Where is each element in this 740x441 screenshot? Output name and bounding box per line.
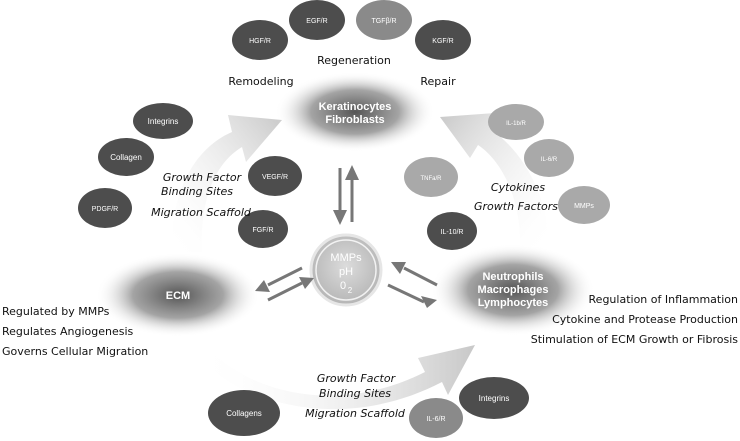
vertical-exchange-arrows	[333, 165, 359, 225]
bottom-arc-label-2: Binding Sites	[319, 387, 391, 400]
node-vegf-receptor: VEGF/R	[248, 156, 302, 196]
immune-notes: Regulation of Inflammation Cytokine and …	[531, 290, 738, 350]
node-pdgf-receptor: PDGF/R	[78, 188, 132, 228]
svg-text:IL-6/R: IL-6/R	[541, 157, 558, 163]
right-arc-label-2: Growth Factors	[474, 200, 558, 213]
center-label-ph: pH	[339, 266, 353, 278]
svg-text:PDGF/R: PDGF/R	[92, 206, 118, 213]
node-hgf-receptor: HGF/R	[232, 20, 288, 60]
left-exchange-arrows	[255, 266, 314, 302]
label-remodeling: Remodeling	[228, 75, 293, 88]
svg-text:TGFβ/R: TGFβ/R	[371, 18, 396, 25]
hub-left-label: ECM	[166, 290, 190, 302]
right-arc-label-1: Cytokines	[491, 181, 545, 194]
ecm-notes: Regulated by MMPs Regulates Angiogenesis…	[2, 302, 148, 362]
keratinocytes-fibroblasts-hub	[275, 72, 435, 152]
node-collagens: Collagens	[208, 390, 280, 436]
node-il6-receptor-top: IL-6/R	[524, 139, 574, 177]
bottom-arc-arrow	[195, 345, 475, 410]
svg-text:MMPs: MMPs	[574, 203, 594, 210]
center-label-oxygen-subscript: 2	[348, 286, 353, 295]
node-kgf-receptor: KGF/R	[415, 20, 471, 60]
svg-text:VEGF/R: VEGF/R	[262, 174, 288, 181]
label-repair: Repair	[420, 75, 456, 88]
center-label-oxygen: 0	[340, 280, 346, 292]
svg-text:Collagen: Collagen	[110, 153, 142, 162]
svg-text:KGF/R: KGF/R	[432, 38, 453, 45]
svg-text:HGF/R: HGF/R	[249, 38, 271, 45]
node-il1b-receptor: IL-1b/R	[488, 104, 544, 140]
node-collagen: Collagen	[98, 138, 154, 176]
center-circle-inner-ring	[315, 239, 377, 301]
node-il6-receptor-bottom: IL-6/R	[409, 398, 463, 438]
node-integrins-bottom: Integrins	[459, 377, 529, 419]
bottom-arc-label-1: Growth Factor	[317, 372, 397, 385]
hub-top-line-2: Fibroblasts	[325, 114, 384, 126]
node-egf-receptor: EGF/R	[289, 0, 345, 40]
right-arc-arrow	[440, 113, 549, 250]
svg-text:Collagens: Collagens	[226, 409, 262, 418]
svg-text:EGF/R: EGF/R	[306, 18, 327, 25]
svg-text:IL-6/R: IL-6/R	[426, 416, 445, 423]
svg-text:FGF/R: FGF/R	[253, 227, 274, 234]
hub-right-line-2: Macrophages	[478, 284, 549, 296]
svg-text:TNFa/R: TNFa/R	[421, 176, 443, 182]
svg-text:Integrins: Integrins	[148, 117, 179, 126]
ecm-hub	[96, 253, 260, 337]
node-fgf-receptor: FGF/R	[238, 210, 288, 248]
node-tgf-beta-receptor: TGFβ/R	[356, 0, 412, 40]
hub-top-line-1: Keratinocytes	[319, 101, 392, 113]
node-il10-receptor: IL-10/R	[427, 212, 477, 250]
center-label-mmps: MMPs	[330, 252, 362, 264]
immune-note-3: Stimulation of ECM Growth or Fibrosis	[530, 333, 738, 346]
node-tnfa-receptor: TNFa/R	[404, 157, 458, 197]
ecm-note-3: Governs Cellular Migration	[2, 345, 149, 358]
center-circle	[309, 233, 383, 307]
immune-note-2: Cytokine and Protease Production	[552, 313, 738, 326]
ecm-note-1: Regulated by MMPs	[2, 305, 110, 318]
label-regeneration: Regeneration	[317, 54, 391, 67]
bottom-arc-label-3: Migration Scaffold	[305, 407, 406, 420]
svg-text:Integrins: Integrins	[479, 394, 510, 403]
left-arc-label-1: Growth Factor	[163, 171, 243, 184]
left-arc-label-3: Migration Scaffold	[151, 206, 252, 219]
svg-text:IL-10/R: IL-10/R	[441, 229, 464, 236]
immune-cells-hub	[431, 244, 595, 336]
node-mmps: MMPs	[558, 186, 610, 224]
hub-right-line-1: Neutrophils	[482, 271, 543, 283]
node-integrins-top: Integrins	[133, 103, 193, 139]
ecm-note-2: Regulates Angiogenesis	[2, 325, 134, 338]
left-arc-arrow	[171, 115, 282, 252]
svg-text:IL-1b/R: IL-1b/R	[506, 121, 526, 127]
right-exchange-arrows	[387, 262, 438, 308]
hub-right-line-3: Lymphocytes	[478, 297, 549, 309]
immune-note-1: Regulation of Inflammation	[588, 293, 738, 306]
left-arc-label-2: Binding Sites	[161, 185, 233, 198]
